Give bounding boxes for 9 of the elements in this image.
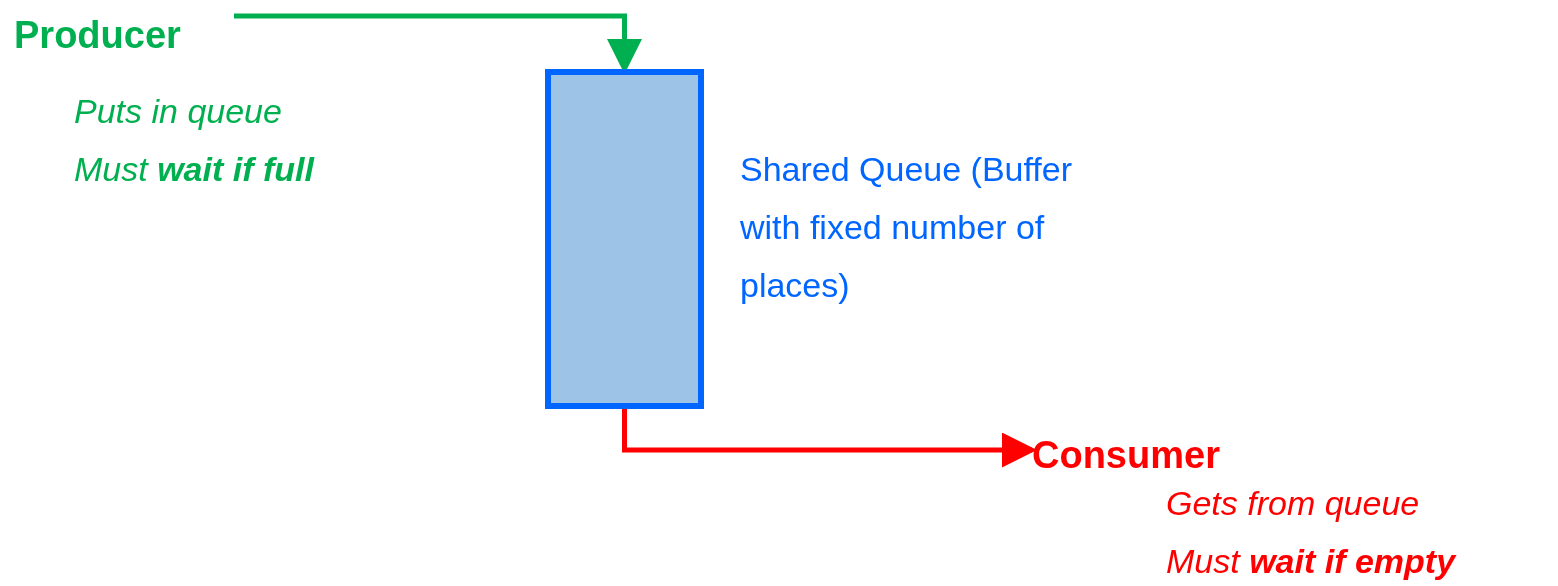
note-text: Must wait if empty (1166, 542, 1456, 581)
note-text: Gets from queue (1166, 484, 1420, 523)
arrow (622, 409, 1037, 468)
note-text: Puts in queue (74, 92, 282, 131)
actor-label: Consumer (1032, 434, 1272, 486)
note-text: Must wait if full (74, 150, 314, 189)
queue-description: Shared Queue (Buffer with fixed number of places) (740, 149, 1074, 306)
actor-label: Producer (14, 14, 234, 64)
queue-box (545, 69, 704, 409)
